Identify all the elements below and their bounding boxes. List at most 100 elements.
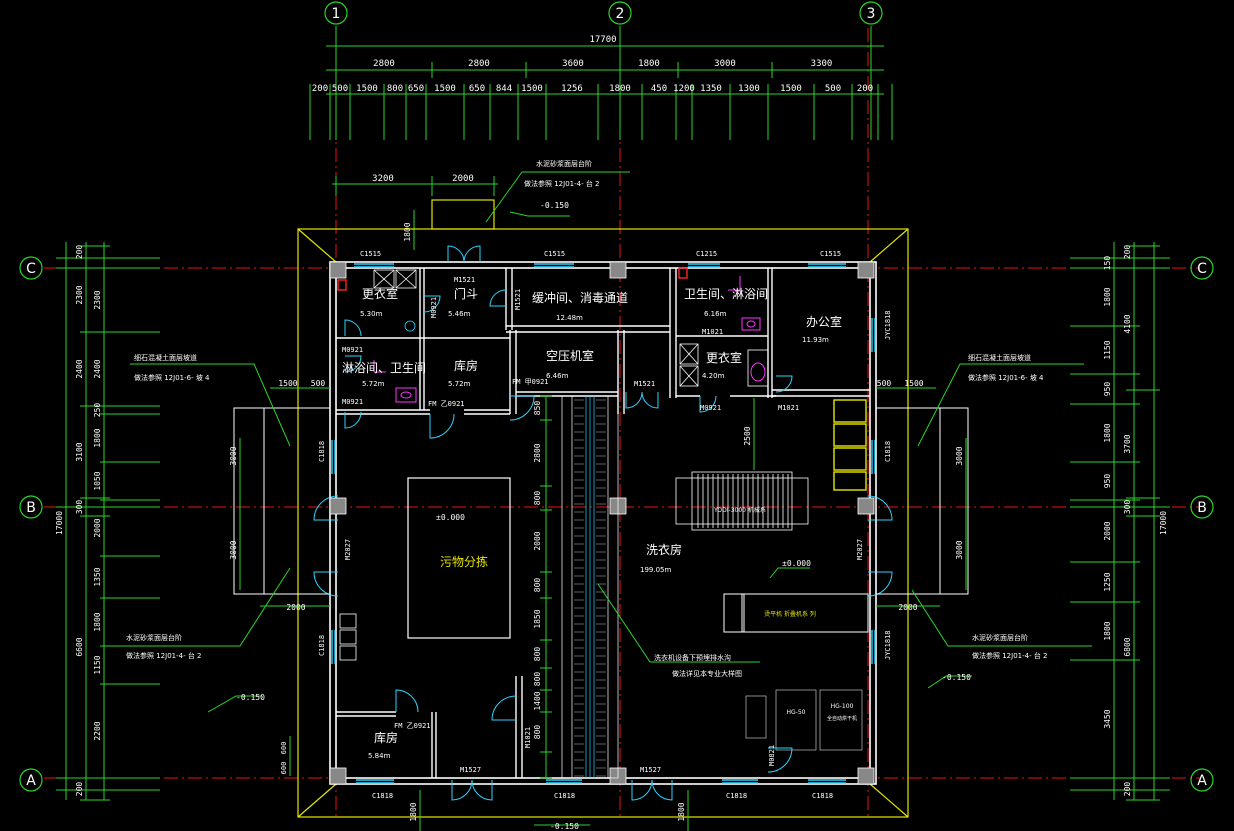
room-storage-1: 库房 [454, 358, 478, 373]
fixtures [373, 269, 769, 387]
note-top-2: 做法参照 12J01-4- 台 2 [524, 179, 600, 188]
note-left-1: 细石混凝土面层坡道 [134, 353, 197, 362]
level-laundry: ±0.000 [782, 559, 811, 568]
top-dim-row1-1: 2800 [468, 59, 490, 69]
left-dimension-lines [56, 242, 160, 801]
note-center-2: 做法详见本专业大样图 [672, 669, 742, 678]
entrance-dimension [332, 176, 498, 250]
axis-bubbles [19, 1, 1214, 792]
axis-label-1: 1 [332, 6, 341, 22]
side-platforms [233, 407, 969, 595]
level-left: -0.150 [236, 693, 265, 702]
tag-m2027-l: M2027 [344, 539, 352, 560]
note-right-4: 做法参照 12J01-4- 台 2 [972, 651, 1048, 660]
right-dim-inner-0: 150 [1103, 256, 1112, 271]
note-left-4: 做法参照 12J01-4- 台 2 [126, 651, 202, 660]
right-dim-inner-1: 1800 [1103, 287, 1112, 306]
right-total-dim: 17000 [1159, 511, 1168, 535]
room-changing-1: 更衣室 [362, 286, 398, 301]
dryer-hg50: HG-50 [787, 709, 806, 716]
tag-m0921-d: M0921 [700, 404, 721, 412]
right-dim-inner-7: 1250 [1103, 572, 1112, 591]
tag-fm-jia: FM 甲0921 [512, 378, 549, 386]
ironing-machine [741, 593, 869, 633]
top-dimension-lines [309, 26, 893, 140]
left-dim-outer-0: 200 [75, 245, 84, 260]
level-right: -0.150 [942, 673, 971, 682]
dryer-hg100: HG-100 [831, 703, 854, 710]
tag-m0821: M0821 [768, 745, 776, 766]
axis-label-2: 2 [616, 6, 625, 22]
left-dim-outer-4: 300 [75, 500, 84, 515]
side-dim-left-height: 3000 [229, 446, 238, 465]
axis-label-c-left: C [26, 261, 36, 277]
yellow-shelves [833, 399, 867, 491]
level-center: ±0.000 [436, 513, 465, 522]
roof-outline [297, 199, 909, 818]
left-dim-inner-4: 1050 [93, 471, 102, 490]
axis-lines [44, 28, 1200, 820]
corridor-dim-2: 800 [533, 491, 542, 506]
side-dim-right-height: 3000 [955, 446, 964, 465]
top-dim-row2-11: 450 [651, 84, 667, 94]
left-small-dim-1: 600 [280, 762, 288, 775]
side-dim-right-bottom: 2000 [898, 603, 917, 612]
side-dim-left-1500: 1500 [278, 379, 297, 388]
note-left-2: 做法参照 12J01-6- 坡 4 [134, 373, 210, 382]
top-dim-row1-0: 2800 [373, 59, 395, 69]
tag-c1818-b4: C1818 [812, 792, 833, 800]
room-sorting: 污物分拣 [440, 554, 488, 569]
corridor-dim-4: 800 [533, 578, 542, 593]
area-changing-2: 4.20m [702, 372, 725, 380]
axis-label-a-right: A [1197, 773, 1207, 789]
tag-m2027-r: M2027 [856, 539, 864, 560]
washer-label: YODI-3000 机械系 [713, 506, 766, 514]
tag-m1527-a: M1527 [460, 766, 481, 774]
top-dim-row1-2: 3600 [562, 59, 584, 69]
corridor-dim-0: 850 [533, 401, 542, 416]
tag-c1515-b: C1515 [544, 250, 565, 258]
corridor-dim-3: 2000 [533, 531, 542, 550]
right-dim-inner-9: 3450 [1103, 709, 1112, 728]
top-dim-row1-5: 3300 [811, 59, 833, 69]
top-dim-row2-16: 500 [825, 84, 841, 94]
top-dim-row2-4: 650 [408, 84, 424, 94]
top-dim-row2-12: 1200 [673, 84, 695, 94]
axis-label-b-right: B [1197, 500, 1207, 516]
exterior-walls [329, 261, 877, 785]
conveyor-band [561, 395, 619, 779]
right-dim-outer-2: 3700 [1123, 434, 1132, 453]
left-dim-outer-6: 200 [75, 782, 84, 797]
side-dim-right-500: 500 [877, 379, 892, 388]
room-changing-2: 更衣室 [706, 350, 742, 365]
left-small-dim-2: 600 [280, 742, 288, 755]
level-top: -0.150 [540, 201, 569, 210]
tag-c1818-b3: C1818 [726, 792, 747, 800]
room-vestibule: 门斗 [454, 286, 478, 301]
axis-label-b-left: B [26, 500, 36, 516]
stair-dim: 2500 [743, 426, 752, 445]
top-dim-row2-10: 1800 [609, 84, 631, 94]
left-dim-inner-1: 2400 [93, 359, 102, 378]
tag-m0921-a: M0921 [430, 297, 438, 318]
top-dim-row2-17: 200 [857, 84, 873, 94]
door-swings [313, 245, 893, 801]
room-compressor: 空压机室 [546, 348, 594, 363]
tag-m1021-c: M1021 [524, 727, 532, 748]
right-dimension-lines [1070, 242, 1170, 801]
tag-m1521-b: M1521 [514, 289, 522, 310]
left-dim-outer-1: 2300 [75, 285, 84, 304]
entrance-dim-vertical: 1800 [403, 222, 412, 241]
area-laundry: 199.05m [640, 566, 671, 574]
note-left-3: 水泥砂浆面层台阶 [126, 633, 182, 642]
tag-fm-yi: FM 乙0921 [428, 400, 465, 408]
area-storage-2: 5.84m [368, 752, 391, 760]
side-dim-left-bottom: 2000 [286, 603, 305, 612]
left-dim-inner-9: 2200 [93, 721, 102, 740]
tag-fm-yi2: FM 乙0921 [394, 722, 431, 730]
right-dim-inner-5: 950 [1103, 474, 1112, 489]
area-toilet-right: 6.16m [704, 310, 727, 318]
tag-jyc1818-b: JYC1818 [884, 630, 892, 660]
left-dim-inner-0: 2300 [93, 290, 102, 309]
